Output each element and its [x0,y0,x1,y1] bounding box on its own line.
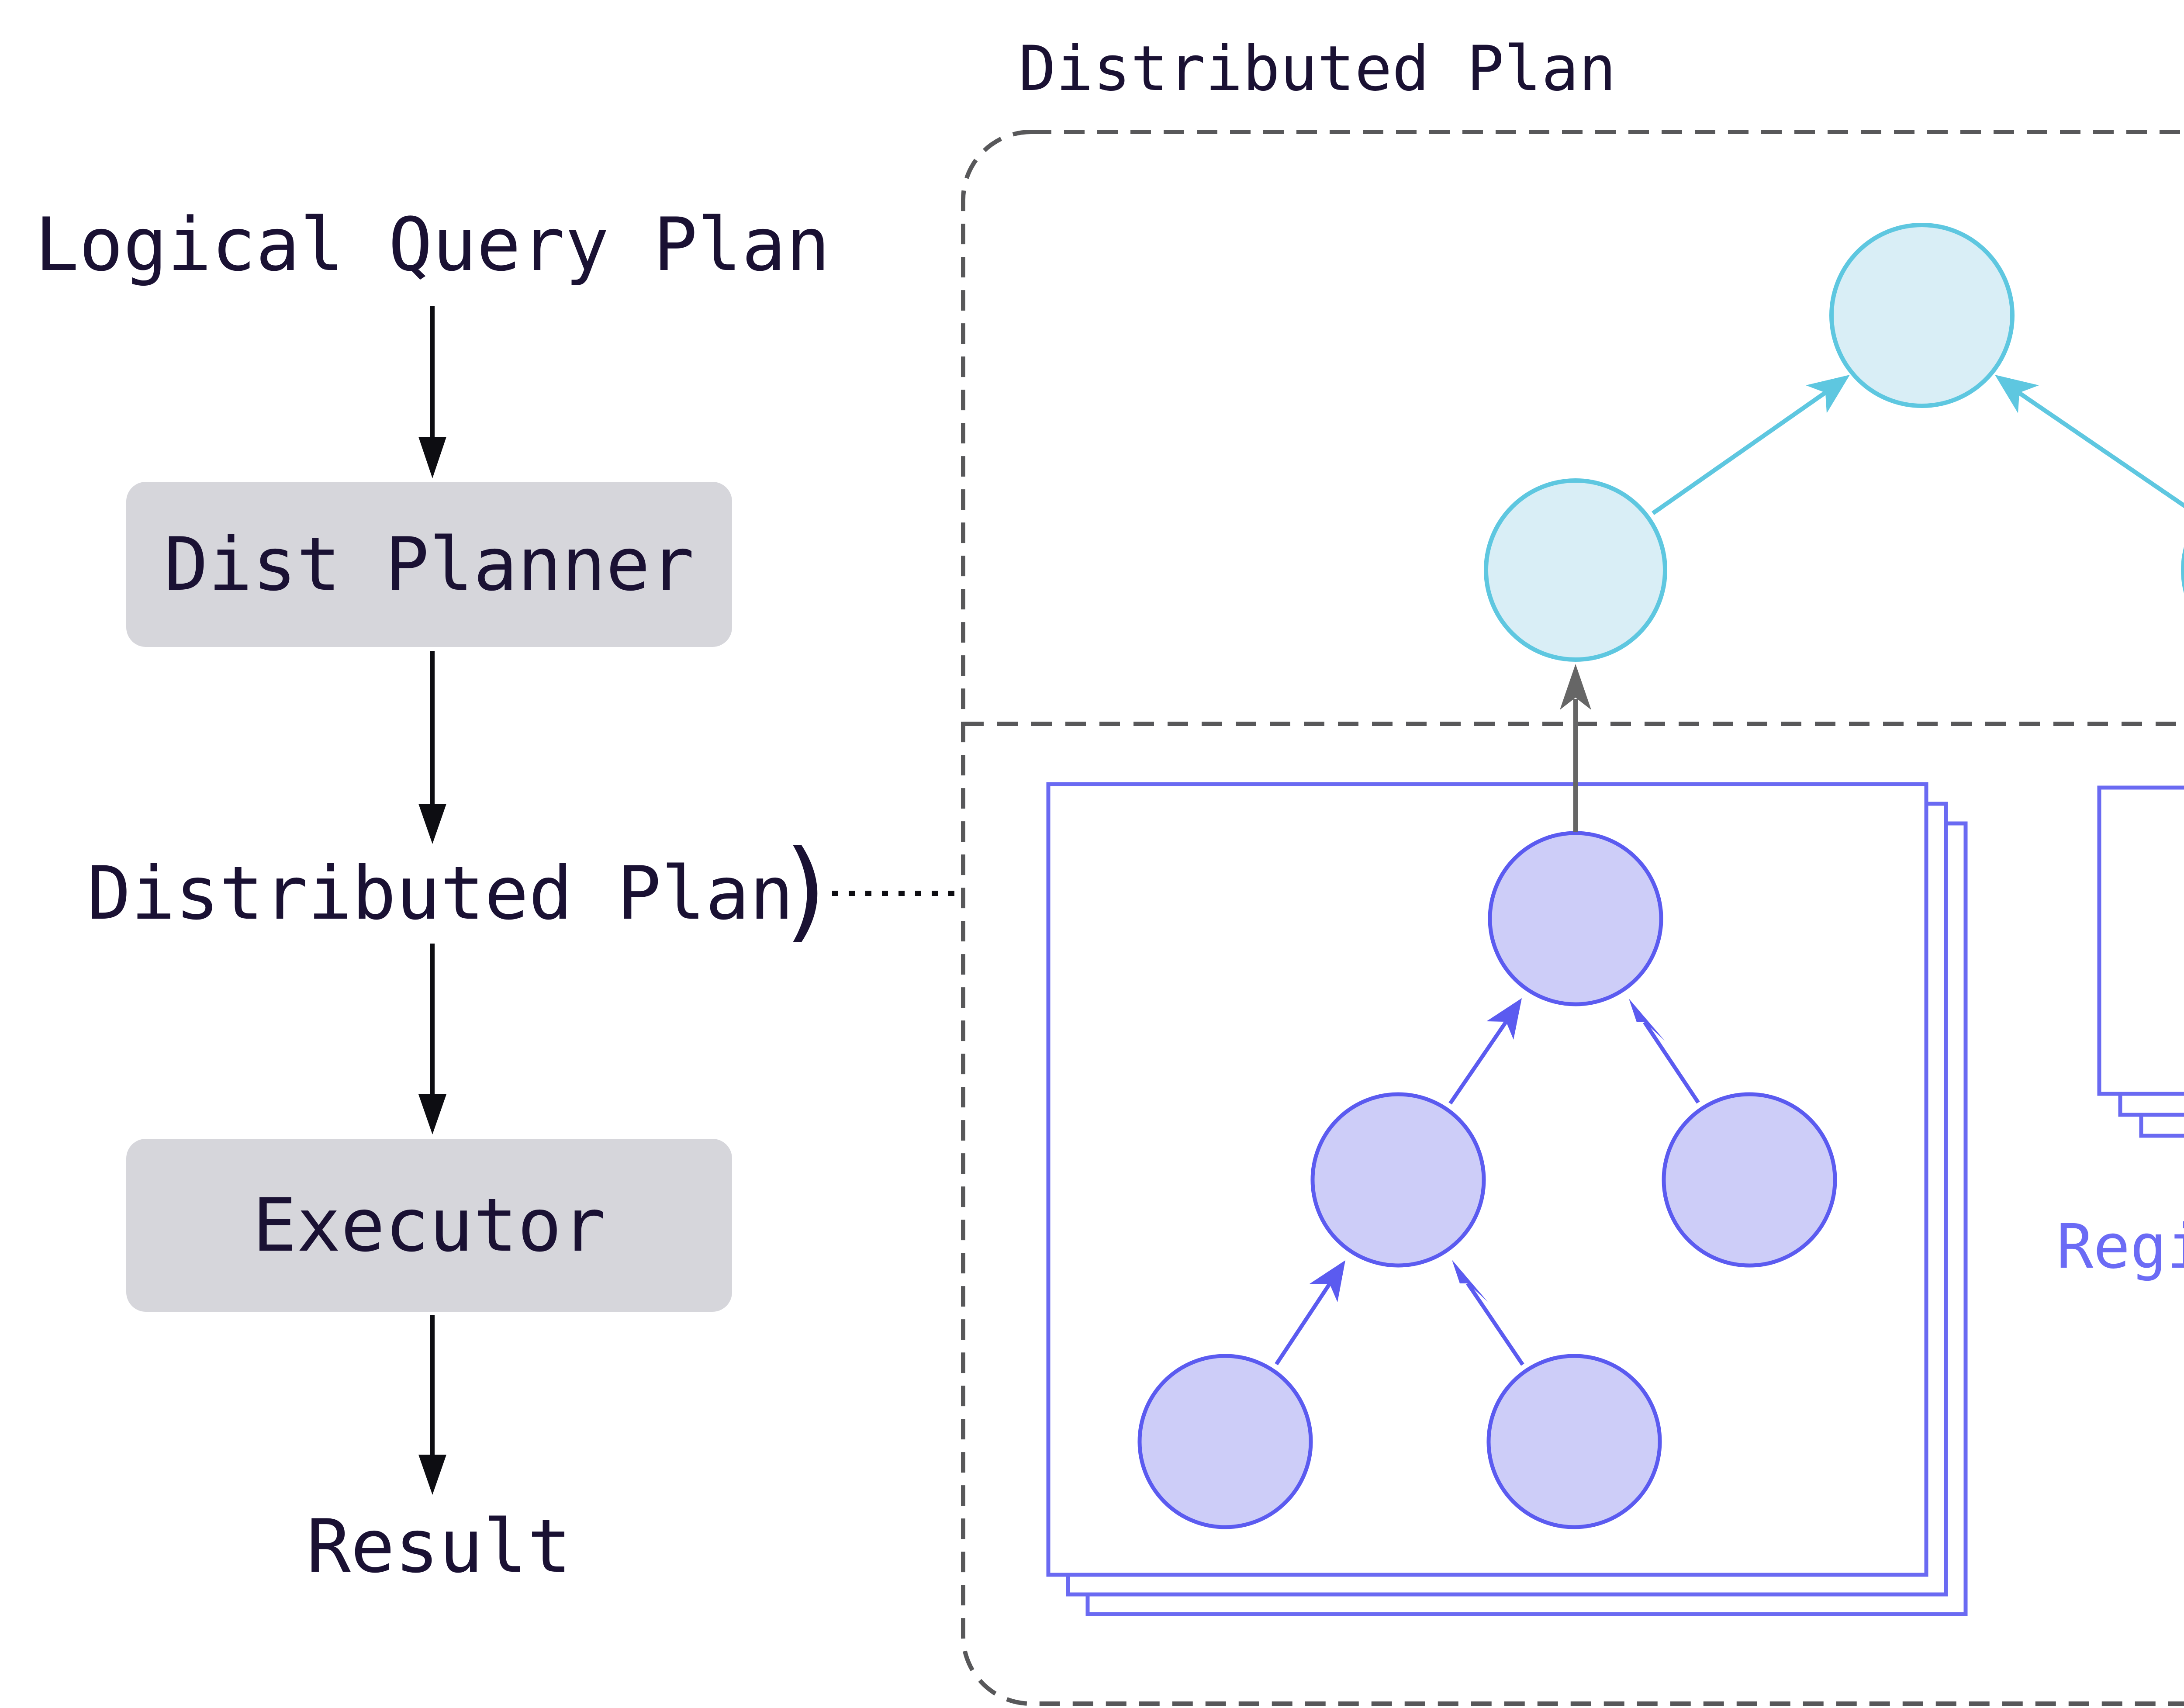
datanode-node-mid-left [1310,1092,1486,1268]
distributed-plan-label: Distributed Plan [86,851,794,936]
merge-arrow-left [1652,375,1850,515]
merge-arrow-right [1995,375,2184,508]
region-box-right-stack [2097,785,2184,1138]
executor-box: Executor [126,1139,732,1312]
flow-arrow-3 [418,944,446,1134]
datanode-node-mid-right [1662,1092,1837,1268]
tree-arrow-midright-to-root [1629,999,1700,1104]
logical-query-plan-label: Logical Query Plan [35,202,830,287]
flow-arrow-1 [418,306,446,478]
frontend-node-root [1829,223,2015,408]
regions-label: Regions [2056,1211,2184,1283]
datanode-node-root [1488,831,1663,1006]
flow-arrow-4 [418,1315,446,1495]
datanode-node-leaf-right [1486,1354,1662,1529]
region-box-right [2097,785,2184,1096]
dist-planner-label: Dist Planner [164,522,695,607]
dist-planner-box: Dist Planner [126,482,732,647]
tree-arrow-leafright-to-midleft [1452,1260,1524,1366]
distributed-plan-container [961,130,2184,1706]
distributed-plan-title: Distributed Plan [1019,33,1616,105]
frontend-node-left [1484,478,1667,662]
result-label: Result [306,1504,572,1589]
flow-arrow-2 [418,651,446,844]
tree-arrow-leafleft-to-midleft [1275,1260,1345,1366]
executor-label: Executor [252,1182,606,1268]
stage-arrow-left [1560,664,1591,832]
datanode-node-leaf-left [1137,1354,1313,1529]
distributed-plan-brace: ) [774,826,840,954]
tree-arrow-midleft-to-root [1448,998,1522,1105]
